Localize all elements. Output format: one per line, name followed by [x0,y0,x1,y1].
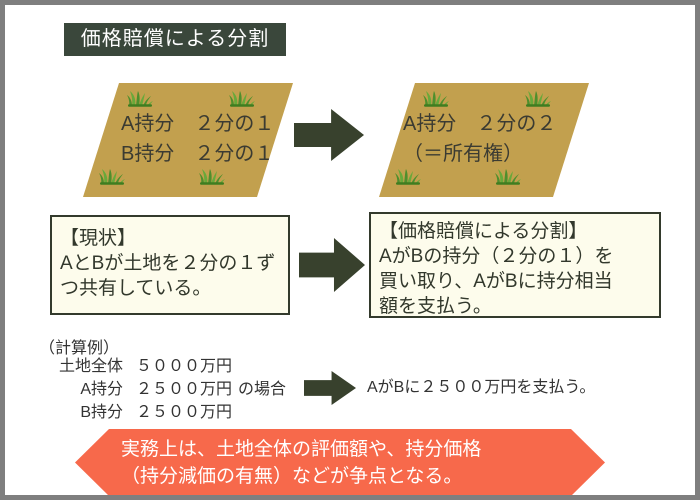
current-state-line: AとBが土地を２分の１ず [60,253,276,274]
title-box: 価格賠償による分割 [64,23,286,56]
grass-icon [199,168,225,185]
land-before-share-a: A持分 ２分の１ [121,113,275,135]
current-state-box: 【現状】 AとBが土地を２分の１ず つ共有している。 [50,215,290,315]
arrow-right-icon [304,371,356,405]
calc-row-share-b: B持分 ２５００万円 [55,401,286,424]
calc-example-rows: 土地全体 ５０００万円 A持分 ２５００万円 の場合 B持分 ２５００万円 [55,355,286,424]
land-after-ownership: （＝所有権） [403,143,523,165]
grass-icon [229,90,255,107]
grass-icon [127,90,153,107]
calc-row-total: 土地全体 ５０００万円 [55,355,286,378]
land-after-text: A持分 ２分の２ （＝所有権） [403,109,556,169]
land-before-share-b: B持分 ２分の１ [121,143,275,165]
division-line: 額を支払う。 [379,296,492,317]
grass-icon [99,168,125,185]
division-line: AがBの持分（２分の１）を [379,246,614,267]
calc-value: ５０００万円 [136,358,233,375]
note-banner: 実務上は、土地全体の評価額や、持分価格 （持分減価の有無）などが争点となる。 [75,429,605,496]
note-banner-line: 実務上は、土地全体の評価額や、持分価格 [121,439,482,460]
calc-row-share-a: A持分 ２５００万円 の場合 [55,378,286,401]
division-heading: 【価格賠償による分割】 [379,221,588,242]
calc-label: 土地全体 [58,358,123,375]
calc-label: B持分 [80,404,123,421]
calc-label: A持分 [80,381,123,398]
division-explanation-box: 【価格賠償による分割】 AがBの持分（２分の１）を 買い取り、AがBに持分相当 … [369,212,661,318]
grass-icon [495,168,521,185]
current-state-line: つ共有している。 [60,278,212,299]
grass-icon [525,90,551,107]
grass-icon [395,168,421,185]
calc-value: ２５００万円 [136,404,233,421]
note-banner-line: （持分減価の有無）などが争点となる。 [121,466,463,487]
arrow-right-icon [299,238,365,292]
calc-example-heading: （計算例） [39,340,120,357]
land-after-share-a: A持分 ２分の２ [403,113,557,135]
grass-icon [423,90,449,107]
calc-value: ２５００万円 [136,381,233,398]
arrow-right-icon [294,109,364,161]
land-before-text: A持分 ２分の１ B持分 ２分の１ [121,109,274,169]
current-state-heading: 【現状】 [60,228,137,249]
calc-suffix: の場合 [238,381,287,398]
calc-result-text: AがBに２５００万円を支払う。 [367,379,596,396]
division-line: 買い取り、AがBに持分相当 [379,271,613,292]
land-before-parallelogram: A持分 ２分の１ B持分 ２分の１ [83,83,293,197]
land-after-parallelogram: A持分 ２分の２ （＝所有権） [379,83,589,197]
page-title: 価格賠償による分割 [80,28,270,50]
